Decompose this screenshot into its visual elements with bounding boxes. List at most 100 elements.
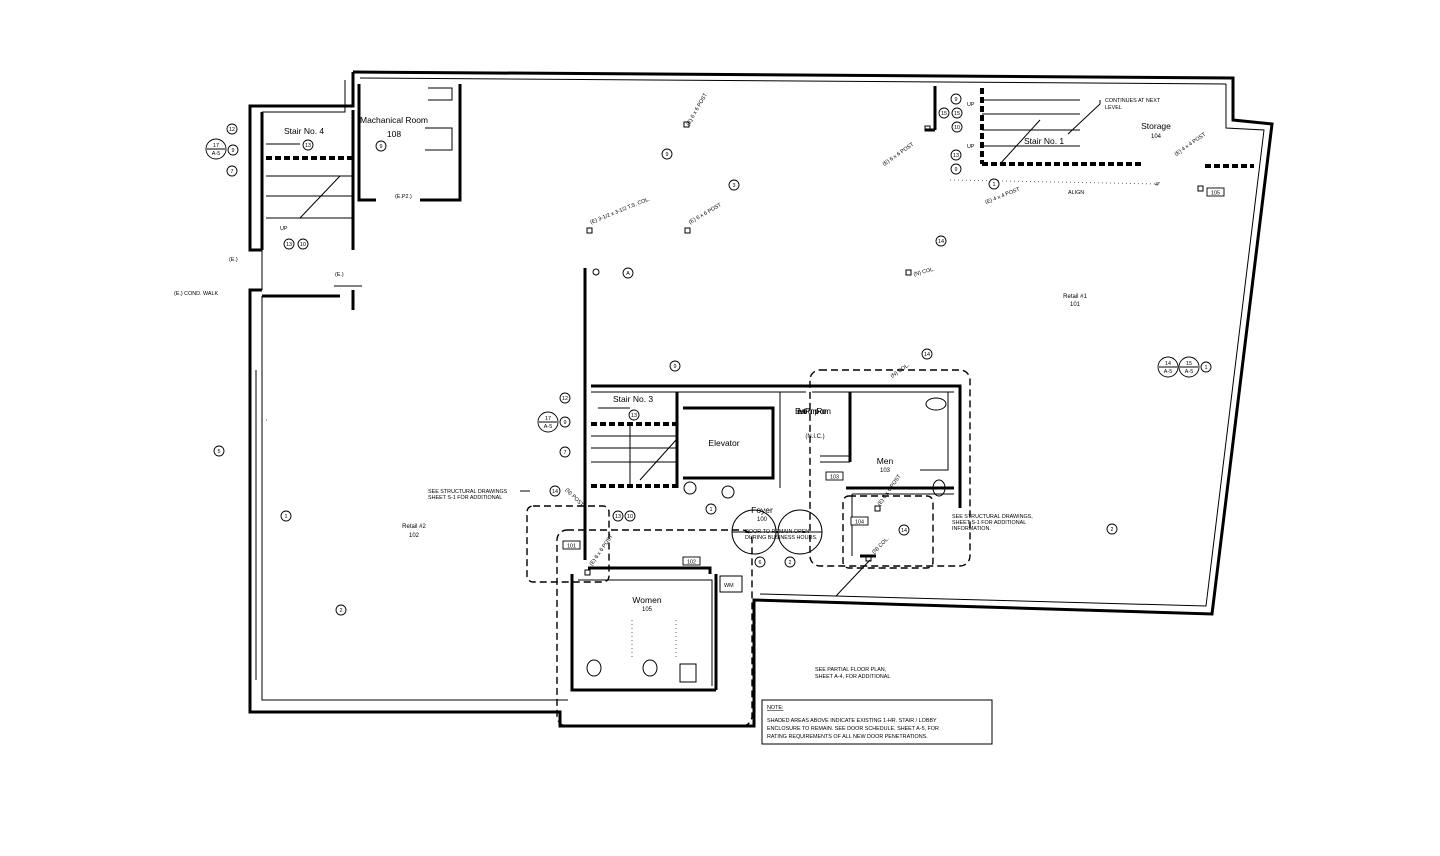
label-col-n-upper: (N) COL.: [913, 267, 935, 278]
columns: [584, 121, 1204, 576]
pump-room-men: [806, 384, 962, 558]
keynote-14-a: 14: [938, 239, 944, 245]
label-four-inch: 4": [1155, 182, 1160, 188]
room-foyer-number: 100: [757, 517, 768, 523]
label-col-n-lower: (N) COL.: [871, 536, 891, 556]
label-post-e6x6-5: (E) 6 x 6 POST: [877, 473, 903, 507]
room-elevator-pump-name: Elevator Pump Room: [795, 406, 831, 416]
keynote-13-d: 13: [631, 413, 637, 419]
section-17-sheet-b: A-5: [544, 424, 552, 430]
keynote-2-c: 2: [1111, 527, 1114, 533]
stair-1-storage: [925, 86, 1254, 185]
door-tag-104: 104: [855, 520, 864, 526]
keynote-13-a: 13: [305, 143, 311, 149]
keynote-5: 5: [218, 449, 221, 455]
label-continues-2: LEVEL: [1105, 105, 1122, 111]
room-storage-name: Storage: [1141, 121, 1171, 131]
keynote-13-c: 13: [953, 153, 959, 159]
room-retail-2-name: Retail #2: [402, 524, 426, 530]
keynote-7-b: 7: [564, 450, 567, 456]
keynote-13-b: 13: [286, 242, 292, 248]
room-stair-3: Stair No. 3: [613, 394, 653, 404]
keynote-3: 3: [733, 183, 736, 189]
label-post-e6x6-1: (E) 6 x 6 POST: [688, 202, 723, 226]
keynote-9-c: 9: [666, 152, 669, 158]
keynote-9-d: 9: [955, 97, 958, 103]
keynote-13-e: 13: [615, 514, 621, 520]
label-cond-walk: (E.) COND. WALK: [174, 291, 219, 297]
door-tag-102: 102: [687, 560, 696, 566]
label-col-e3: (E) 3-1/2 x 3-1/2 T.S. COL.: [590, 196, 651, 225]
note-structural-right-3: INFORMATION.: [952, 526, 991, 532]
keynote-10-a: 10: [300, 242, 306, 248]
label-e-middle: (E.): [335, 272, 344, 278]
note-box-line-1: SHADED AREAS ABOVE INDICATE EXISTING 1-H…: [767, 718, 937, 724]
keynote-15-b: 15: [954, 111, 960, 117]
keynote-9-f: 9: [674, 364, 677, 370]
outer-walls: [248, 70, 1274, 728]
room-labels: Stair No. 4 Machanical Room 108 Stair No…: [284, 115, 1171, 613]
general-note-box: NOTE: SHADED AREAS ABOVE INDICATE EXISTI…: [761, 699, 993, 745]
label-wm: WM: [724, 583, 734, 589]
room-women-number: 105: [642, 607, 653, 613]
keynote-a: A: [626, 271, 630, 277]
up-label-stair-4: UP: [280, 226, 288, 232]
door-tag-103: 103: [830, 475, 839, 481]
label-e-left: (E.): [229, 257, 238, 263]
up-label-stair-1-bottom: UP: [967, 144, 975, 150]
label-post-e6x6-2: (E) 6 x 6 POST: [686, 92, 710, 127]
room-stair-1: Stair No. 1: [1024, 136, 1064, 146]
keynote-9-e: 9: [955, 167, 958, 173]
section-references: 17 A-5 17 A-5 14 A-5 15 A-5: [205, 138, 1200, 433]
note-structural-left-2: SHEET S-1 FOR ADDITIONAL: [428, 495, 502, 501]
note-structural-right-2: SHEET S-1 FOR ADDITIONAL: [952, 520, 1026, 526]
keynote-bubbles: 12 9 7 13 13 10 9 9 3 A 14 9 15 15 10 13…: [213, 93, 1212, 616]
room-women-name: Women: [632, 595, 661, 605]
label-post-e6x6-4: (E) 6 x 6 POST: [589, 533, 615, 567]
section-17-number-b: 17: [545, 416, 551, 422]
keynote-9-g: 9: [564, 420, 567, 426]
keynote-15-a: 15: [941, 111, 947, 117]
label-align: ALIGN: [1068, 190, 1084, 196]
room-foyer-name: Foyer: [751, 505, 773, 515]
dashed-regions: [526, 369, 971, 727]
keynote-2-b: 2: [789, 560, 792, 566]
stair-3-elevator-core: [583, 268, 806, 560]
room-mechanical-number: 108: [387, 129, 401, 139]
section-15-number: 15: [1186, 361, 1192, 367]
note-box-line-2: ENCLOSURE TO REMAIN. SEE DOOR SCHEDULE, …: [767, 726, 939, 732]
note-box-line-3: RATING REQUIREMENTS OF ALL NEW DOOR PENE…: [767, 734, 928, 740]
label-continues-1: CONTINUES AT NEXT: [1105, 98, 1161, 104]
note-door-remain-2: DURING BUSINESS HOURS.: [745, 535, 817, 541]
room-men-name: Men: [877, 456, 894, 466]
note-partial-plan-2: SHEET A-4, FOR ADDITIONAL: [815, 674, 890, 680]
section-17-number-a: 17: [213, 143, 219, 149]
note-partial-plan-1: SEE PARTIAL FLOOR PLAN,: [815, 667, 887, 673]
keynote-12-b: 12: [562, 396, 568, 402]
section-14-number: 14: [1165, 361, 1171, 367]
room-retail-1-name: Retail #1: [1063, 294, 1087, 300]
section-17-sheet-a: A-5: [212, 151, 220, 157]
women-restroom: [570, 566, 743, 692]
stair-4-enclosure: [260, 84, 462, 310]
note-structural-left-1: SEE STRUCTURAL DRAWINGS: [428, 489, 508, 495]
label-post-e4x4-1: (E) 4 x 4 POST: [985, 186, 1022, 206]
keynote-14-c: 14: [924, 352, 930, 358]
small-labels: UP UP UP (E.P2.) (E.) (E.) (E.) COND. WA…: [174, 92, 1208, 589]
section-14-sheet: A-5: [1164, 369, 1172, 375]
keynote-2-a: 2: [340, 608, 343, 614]
label-e-p2: (E.P2.): [395, 194, 412, 200]
room-storage-number: 104: [1151, 134, 1162, 140]
keynote-7-a: 7: [231, 169, 234, 175]
room-elevator: Elevator: [708, 438, 739, 448]
keynote-9-a: 9: [232, 148, 235, 154]
keynote-1-c: 1: [710, 507, 713, 513]
keynote-14-b: 14: [552, 489, 558, 495]
label-post-e6x6-3: (E) 6 x 6 POST: [882, 141, 916, 167]
note-door-remain-1: DOOR TO REMAIN OPEN: [745, 529, 809, 535]
door-tag-101: 101: [567, 544, 576, 550]
room-retail-2-number: 102: [409, 533, 420, 539]
room-retail-1-number: 101: [1070, 302, 1081, 308]
label-col-n-top: (N) COL.: [890, 362, 911, 379]
